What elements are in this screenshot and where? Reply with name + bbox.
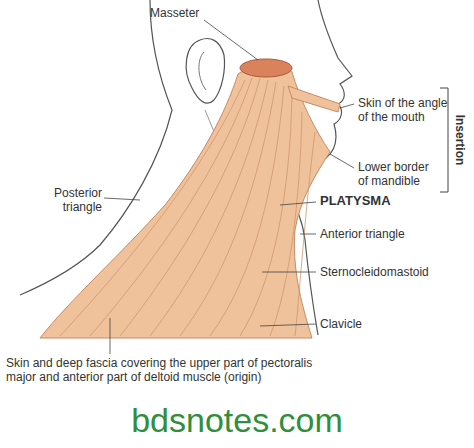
group-label: Insertion <box>453 98 467 182</box>
insertion-label: Skin of the angle of the mouth <box>358 96 448 124</box>
risorius-strip <box>288 86 340 112</box>
bone-label: Clavicle <box>320 317 420 331</box>
leader-lines <box>104 20 354 354</box>
ear-detail <box>199 52 206 90</box>
muscle-title: PLATYSMA <box>320 194 420 208</box>
insertion-label: Lower border of mandible <box>358 160 442 188</box>
muscle-label: Masseter <box>150 6 210 20</box>
region-label: Anterior triangle <box>320 227 440 241</box>
ear <box>186 39 224 104</box>
masseter-cut <box>240 59 292 77</box>
watermark: bdsnotes.com <box>87 400 387 440</box>
region-label: Posterior triangle <box>40 186 102 214</box>
platysma-muscle <box>40 65 330 338</box>
origin-label: Skin and deep fascia covering the upper … <box>6 356 316 384</box>
muscle-label: Sternocleidomastoid <box>320 265 460 279</box>
